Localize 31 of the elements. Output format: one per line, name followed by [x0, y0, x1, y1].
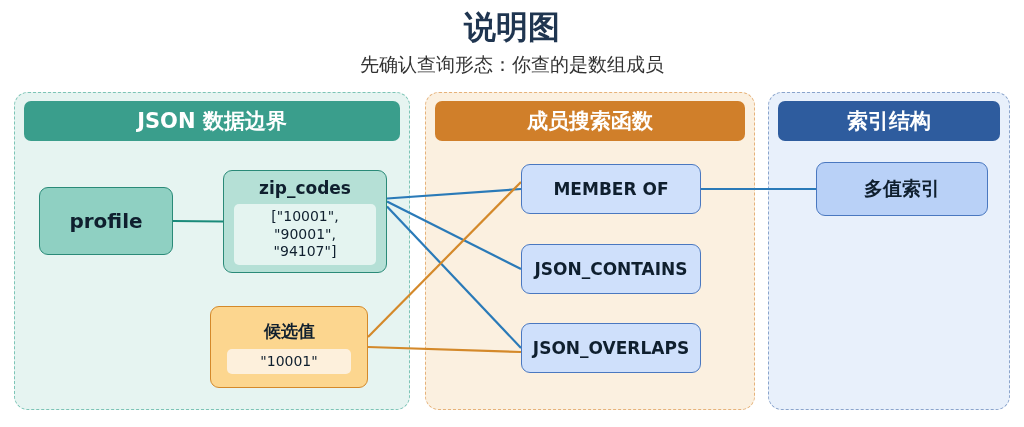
node-heading: MEMBER OF	[553, 179, 669, 199]
group-header: 索引结构	[778, 101, 1000, 141]
group-header: 成员搜索函数	[435, 101, 745, 141]
connector-line	[386, 200, 522, 270]
diagram-title: 说明图	[462, 7, 561, 48]
connector-line	[386, 205, 522, 349]
node-heading: 候选值	[263, 319, 315, 343]
process-box	[521, 323, 701, 373]
group-header: JSON 数据边界	[24, 101, 400, 141]
process-box	[223, 170, 387, 273]
node-heading: JSON_OVERLAPS	[532, 338, 690, 358]
process-box	[521, 244, 701, 294]
value-panel: "10001"	[227, 348, 351, 375]
value-panel: ["10001", "90001", "94107"]	[234, 204, 376, 265]
node-heading: profile	[69, 209, 143, 233]
connector-line	[173, 219, 223, 223]
connector-line	[701, 187, 816, 191]
connector-line	[386, 187, 522, 200]
group-panel	[425, 92, 755, 410]
diagram-subtitle: 先确认查询形态：你查的是数组成员	[359, 52, 665, 77]
node-heading: JSON_CONTAINS	[534, 259, 688, 279]
process-box	[521, 164, 701, 214]
connector-line	[367, 181, 522, 338]
node-heading: zip_codes	[259, 178, 351, 199]
process-box	[210, 306, 368, 388]
connector-line	[367, 345, 522, 354]
process-box	[39, 187, 173, 255]
group-panel	[14, 92, 410, 410]
group-panel	[768, 92, 1010, 410]
process-box	[816, 162, 988, 216]
node-heading: 多值索引	[864, 176, 940, 201]
